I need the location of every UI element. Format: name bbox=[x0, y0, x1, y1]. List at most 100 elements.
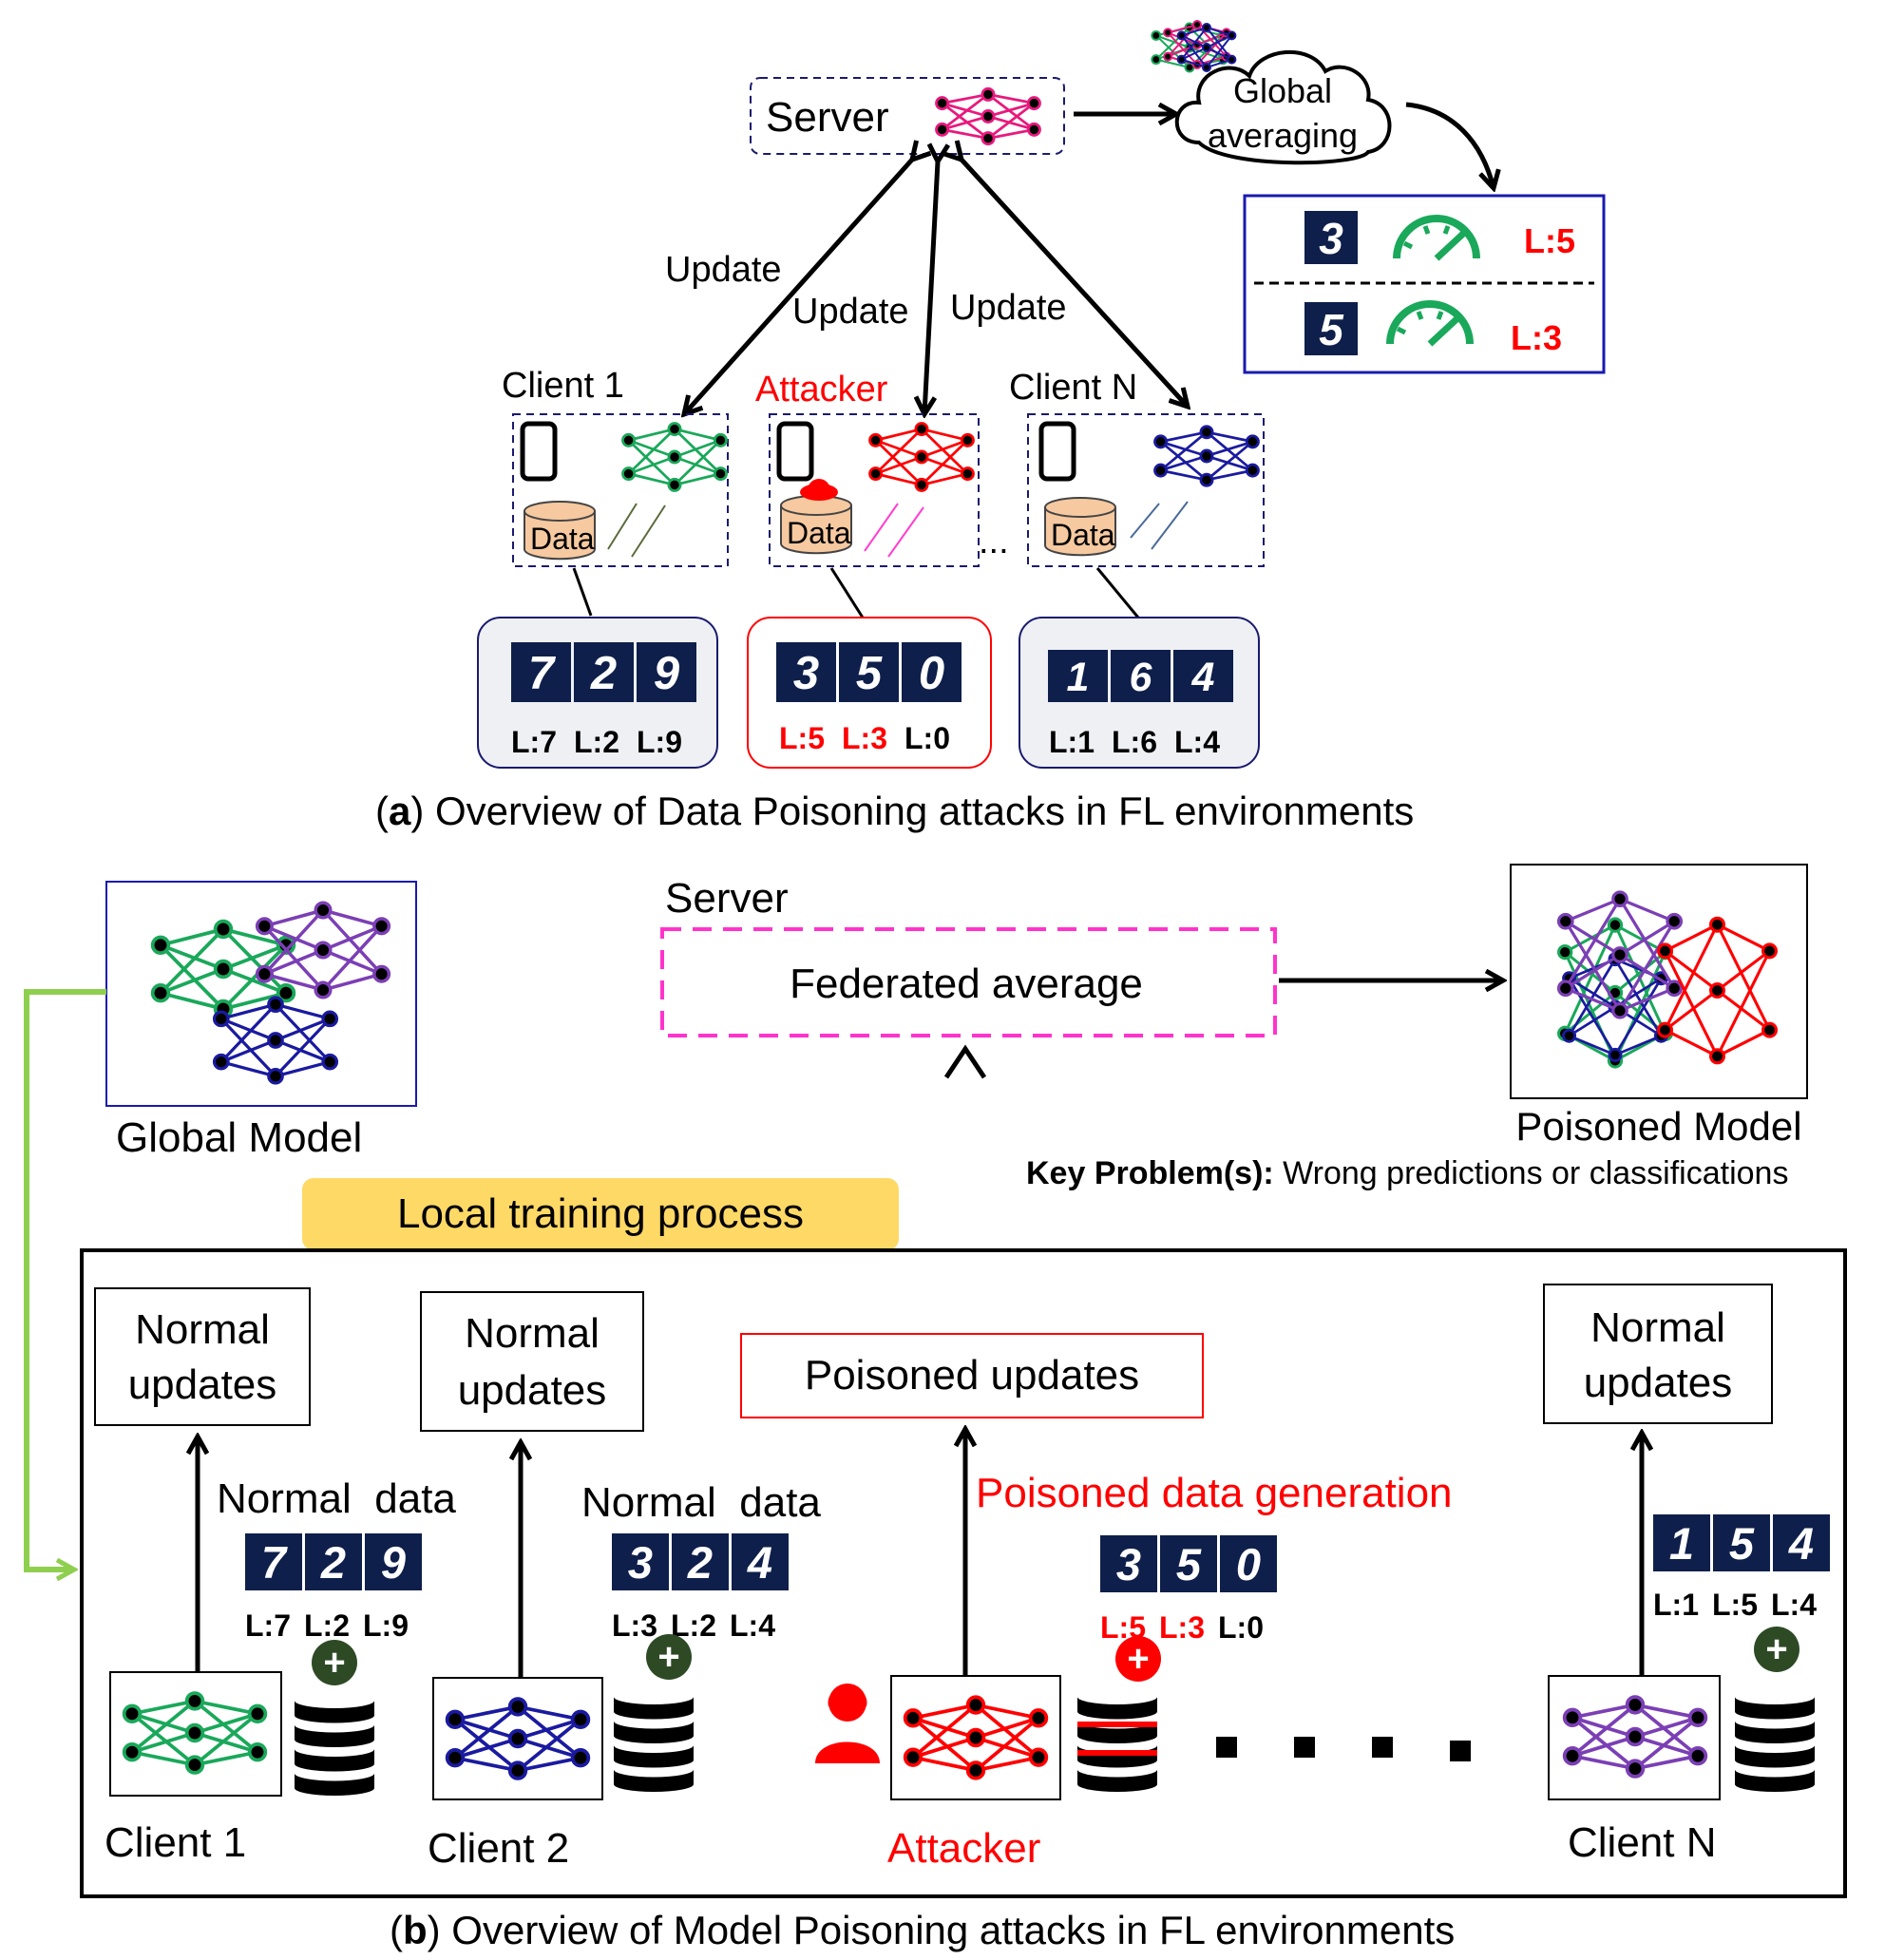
network-edge bbox=[911, 1716, 978, 1772]
network-edge bbox=[219, 1003, 277, 1063]
network-node bbox=[621, 432, 637, 447]
network-node bbox=[960, 432, 975, 447]
poisoned-updates-label: Poisoned updates bbox=[805, 1352, 1139, 1399]
digit-tile bbox=[1111, 650, 1171, 702]
client1-data-label: Data bbox=[530, 522, 595, 556]
network-edge bbox=[942, 128, 989, 140]
federated-average-label: Federated average bbox=[790, 961, 1143, 1007]
attacker-data-label: Data bbox=[787, 516, 851, 550]
network-node bbox=[1608, 1047, 1623, 1062]
network-edge bbox=[1634, 1735, 1699, 1758]
attacker-device-box: Data bbox=[769, 413, 980, 567]
poisoned-model: Poisoned Model bbox=[1510, 864, 1808, 1149]
digit-tile bbox=[1160, 1535, 1217, 1592]
client1-network-icon bbox=[621, 422, 728, 492]
network-node bbox=[960, 466, 975, 482]
digit-tile bbox=[612, 1533, 669, 1590]
network-edge bbox=[222, 991, 287, 1011]
phone-icon-attacker bbox=[776, 421, 814, 482]
attacker-plus-badge bbox=[1115, 1636, 1161, 1682]
network-node bbox=[1611, 946, 1628, 963]
network-edge bbox=[974, 1703, 1040, 1760]
attacker-label-0: L:5 bbox=[779, 721, 825, 755]
network-edge bbox=[1634, 1754, 1699, 1771]
database-segment bbox=[1077, 1745, 1157, 1768]
global-model-network-purple bbox=[255, 901, 391, 999]
network-edge bbox=[194, 1750, 258, 1767]
network-node bbox=[965, 1695, 986, 1715]
network-edge bbox=[912, 1716, 977, 1740]
client1-updates-line1: Normal bbox=[135, 1306, 270, 1353]
network-edge bbox=[1564, 920, 1621, 957]
client1-label-2: L:9 bbox=[637, 725, 682, 759]
network-edge bbox=[987, 93, 1036, 131]
digit-tile bbox=[365, 1533, 422, 1590]
network-edge bbox=[875, 428, 923, 442]
b-clientN-label-1: L:5 bbox=[1712, 1588, 1758, 1622]
b-clientN-label-0: L:1 bbox=[1653, 1588, 1699, 1622]
database-segment bbox=[1735, 1769, 1815, 1792]
digit-tile-value: 7 bbox=[528, 648, 557, 699]
network-edge bbox=[1206, 440, 1253, 458]
network-edge bbox=[222, 967, 287, 995]
caption-b-letter: b bbox=[403, 1908, 428, 1952]
network-node bbox=[667, 422, 682, 437]
caption-a: (a) Overview of Data Poisoning attacks i… bbox=[375, 789, 1414, 833]
network-edge bbox=[1619, 953, 1676, 990]
network-edge bbox=[516, 1718, 582, 1773]
network-edge bbox=[1206, 454, 1253, 472]
client1-label-0: L:7 bbox=[511, 725, 557, 759]
network-node bbox=[1028, 1747, 1049, 1767]
network-edge bbox=[194, 1699, 258, 1716]
network-node bbox=[667, 477, 682, 492]
database-segment bbox=[1735, 1697, 1815, 1720]
network-node bbox=[1202, 63, 1211, 72]
global-model-network-green bbox=[150, 919, 296, 1019]
network-node bbox=[1556, 980, 1574, 998]
database-segment bbox=[1735, 1745, 1815, 1768]
client1-plus-badge bbox=[312, 1640, 357, 1685]
network-node bbox=[213, 919, 234, 940]
network-edge bbox=[1619, 920, 1676, 957]
phone-icon bbox=[520, 421, 558, 482]
digit-tile bbox=[732, 1533, 789, 1590]
network-edge bbox=[220, 1060, 276, 1078]
network-edge bbox=[1664, 1028, 1719, 1058]
network-node bbox=[1666, 912, 1684, 930]
network-node bbox=[1026, 122, 1041, 137]
cloud-label-line2: averaging bbox=[1208, 116, 1358, 155]
network-edge bbox=[1716, 950, 1771, 1057]
network-edge bbox=[1564, 898, 1622, 990]
network-node bbox=[314, 980, 333, 999]
cloud-shape bbox=[1174, 49, 1392, 165]
clientN-network-icon bbox=[1153, 425, 1260, 487]
network-node bbox=[247, 1703, 268, 1724]
network-edge bbox=[1634, 1716, 1699, 1739]
client2-normal-data-label: Normal data bbox=[581, 1479, 821, 1526]
network-edge bbox=[627, 439, 676, 486]
digit-tile-value: 1 bbox=[1669, 1518, 1694, 1569]
caption-a-text: ) Overview of Data Poisoning attacks in … bbox=[410, 789, 1414, 833]
database-segment bbox=[614, 1769, 694, 1792]
network-node bbox=[1227, 54, 1237, 65]
update-label-2: Update bbox=[792, 292, 909, 332]
network-edge bbox=[1206, 27, 1233, 61]
network-edge bbox=[454, 1737, 519, 1760]
network-node bbox=[935, 96, 950, 111]
network-node bbox=[1176, 54, 1187, 65]
network-edge bbox=[674, 439, 722, 486]
client2-model-box bbox=[432, 1677, 603, 1800]
network-node bbox=[507, 1728, 528, 1749]
network-node bbox=[1557, 943, 1573, 961]
digit-tile-value: 9 bbox=[381, 1537, 406, 1588]
clientN-label-2: L:4 bbox=[1174, 725, 1220, 759]
database-segment bbox=[1077, 1721, 1157, 1743]
database-segment bbox=[1735, 1721, 1815, 1743]
network-node bbox=[1199, 472, 1214, 487]
network-edge bbox=[1196, 31, 1228, 66]
digit-tile bbox=[245, 1533, 302, 1590]
global-model-network-blue bbox=[212, 996, 339, 1085]
database-segment bbox=[614, 1721, 694, 1743]
client1-plus: + bbox=[323, 1642, 345, 1684]
network-edge bbox=[131, 1699, 196, 1716]
